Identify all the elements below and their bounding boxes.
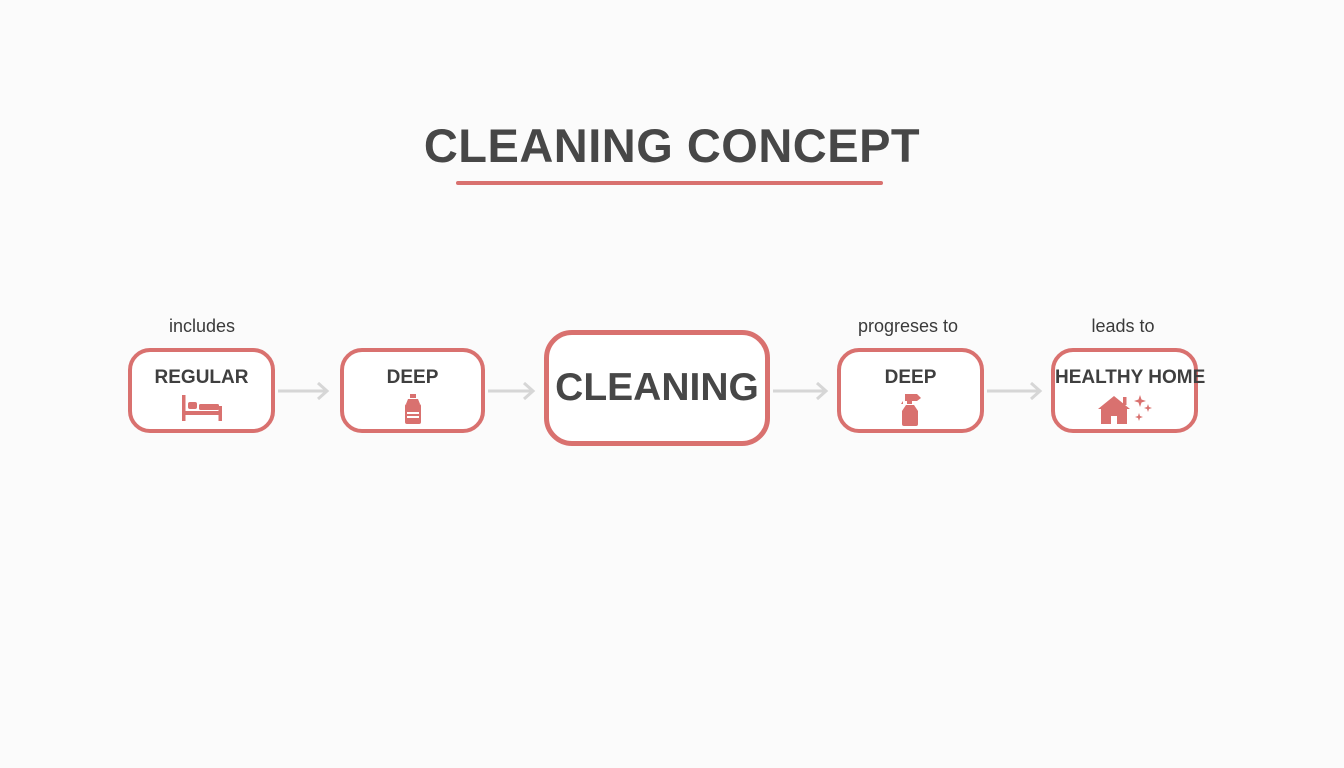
bottle-icon bbox=[404, 394, 421, 424]
node-healthy-home: HEALTHY HOME bbox=[1051, 348, 1206, 433]
node-deep-right: DEEP bbox=[837, 348, 984, 433]
title-underline bbox=[456, 181, 883, 185]
caption-leads-to: leads to bbox=[1091, 316, 1155, 336]
caption-includes: includes bbox=[168, 316, 236, 336]
node-cleaning-label: CLEANING bbox=[555, 366, 759, 409]
arrow-deep-to-cleaning bbox=[488, 381, 536, 401]
node-regular: REGULAR bbox=[128, 348, 275, 433]
node-deep-right-label: DEEP bbox=[884, 367, 937, 388]
diagram-title: CLEANING CONCEPT bbox=[423, 119, 921, 172]
bed-icon bbox=[181, 395, 222, 421]
node-cleaning: CLEANING bbox=[544, 330, 770, 446]
caption-progresses-to: progreses to bbox=[857, 316, 959, 336]
arrow-deep-to-healthy-home bbox=[987, 381, 1043, 401]
arrow-cleaning-to-deep bbox=[773, 381, 829, 401]
node-healthy-home-label: HEALTHY HOME bbox=[1055, 367, 1206, 388]
sparkling-house-icon bbox=[1097, 395, 1152, 424]
node-regular-label: REGULAR bbox=[154, 367, 249, 388]
node-deep-left: DEEP bbox=[340, 348, 485, 433]
arrow-regular-to-deep bbox=[278, 381, 330, 401]
spray-bottle-icon bbox=[900, 394, 921, 426]
node-deep-left-label: DEEP bbox=[386, 367, 439, 388]
